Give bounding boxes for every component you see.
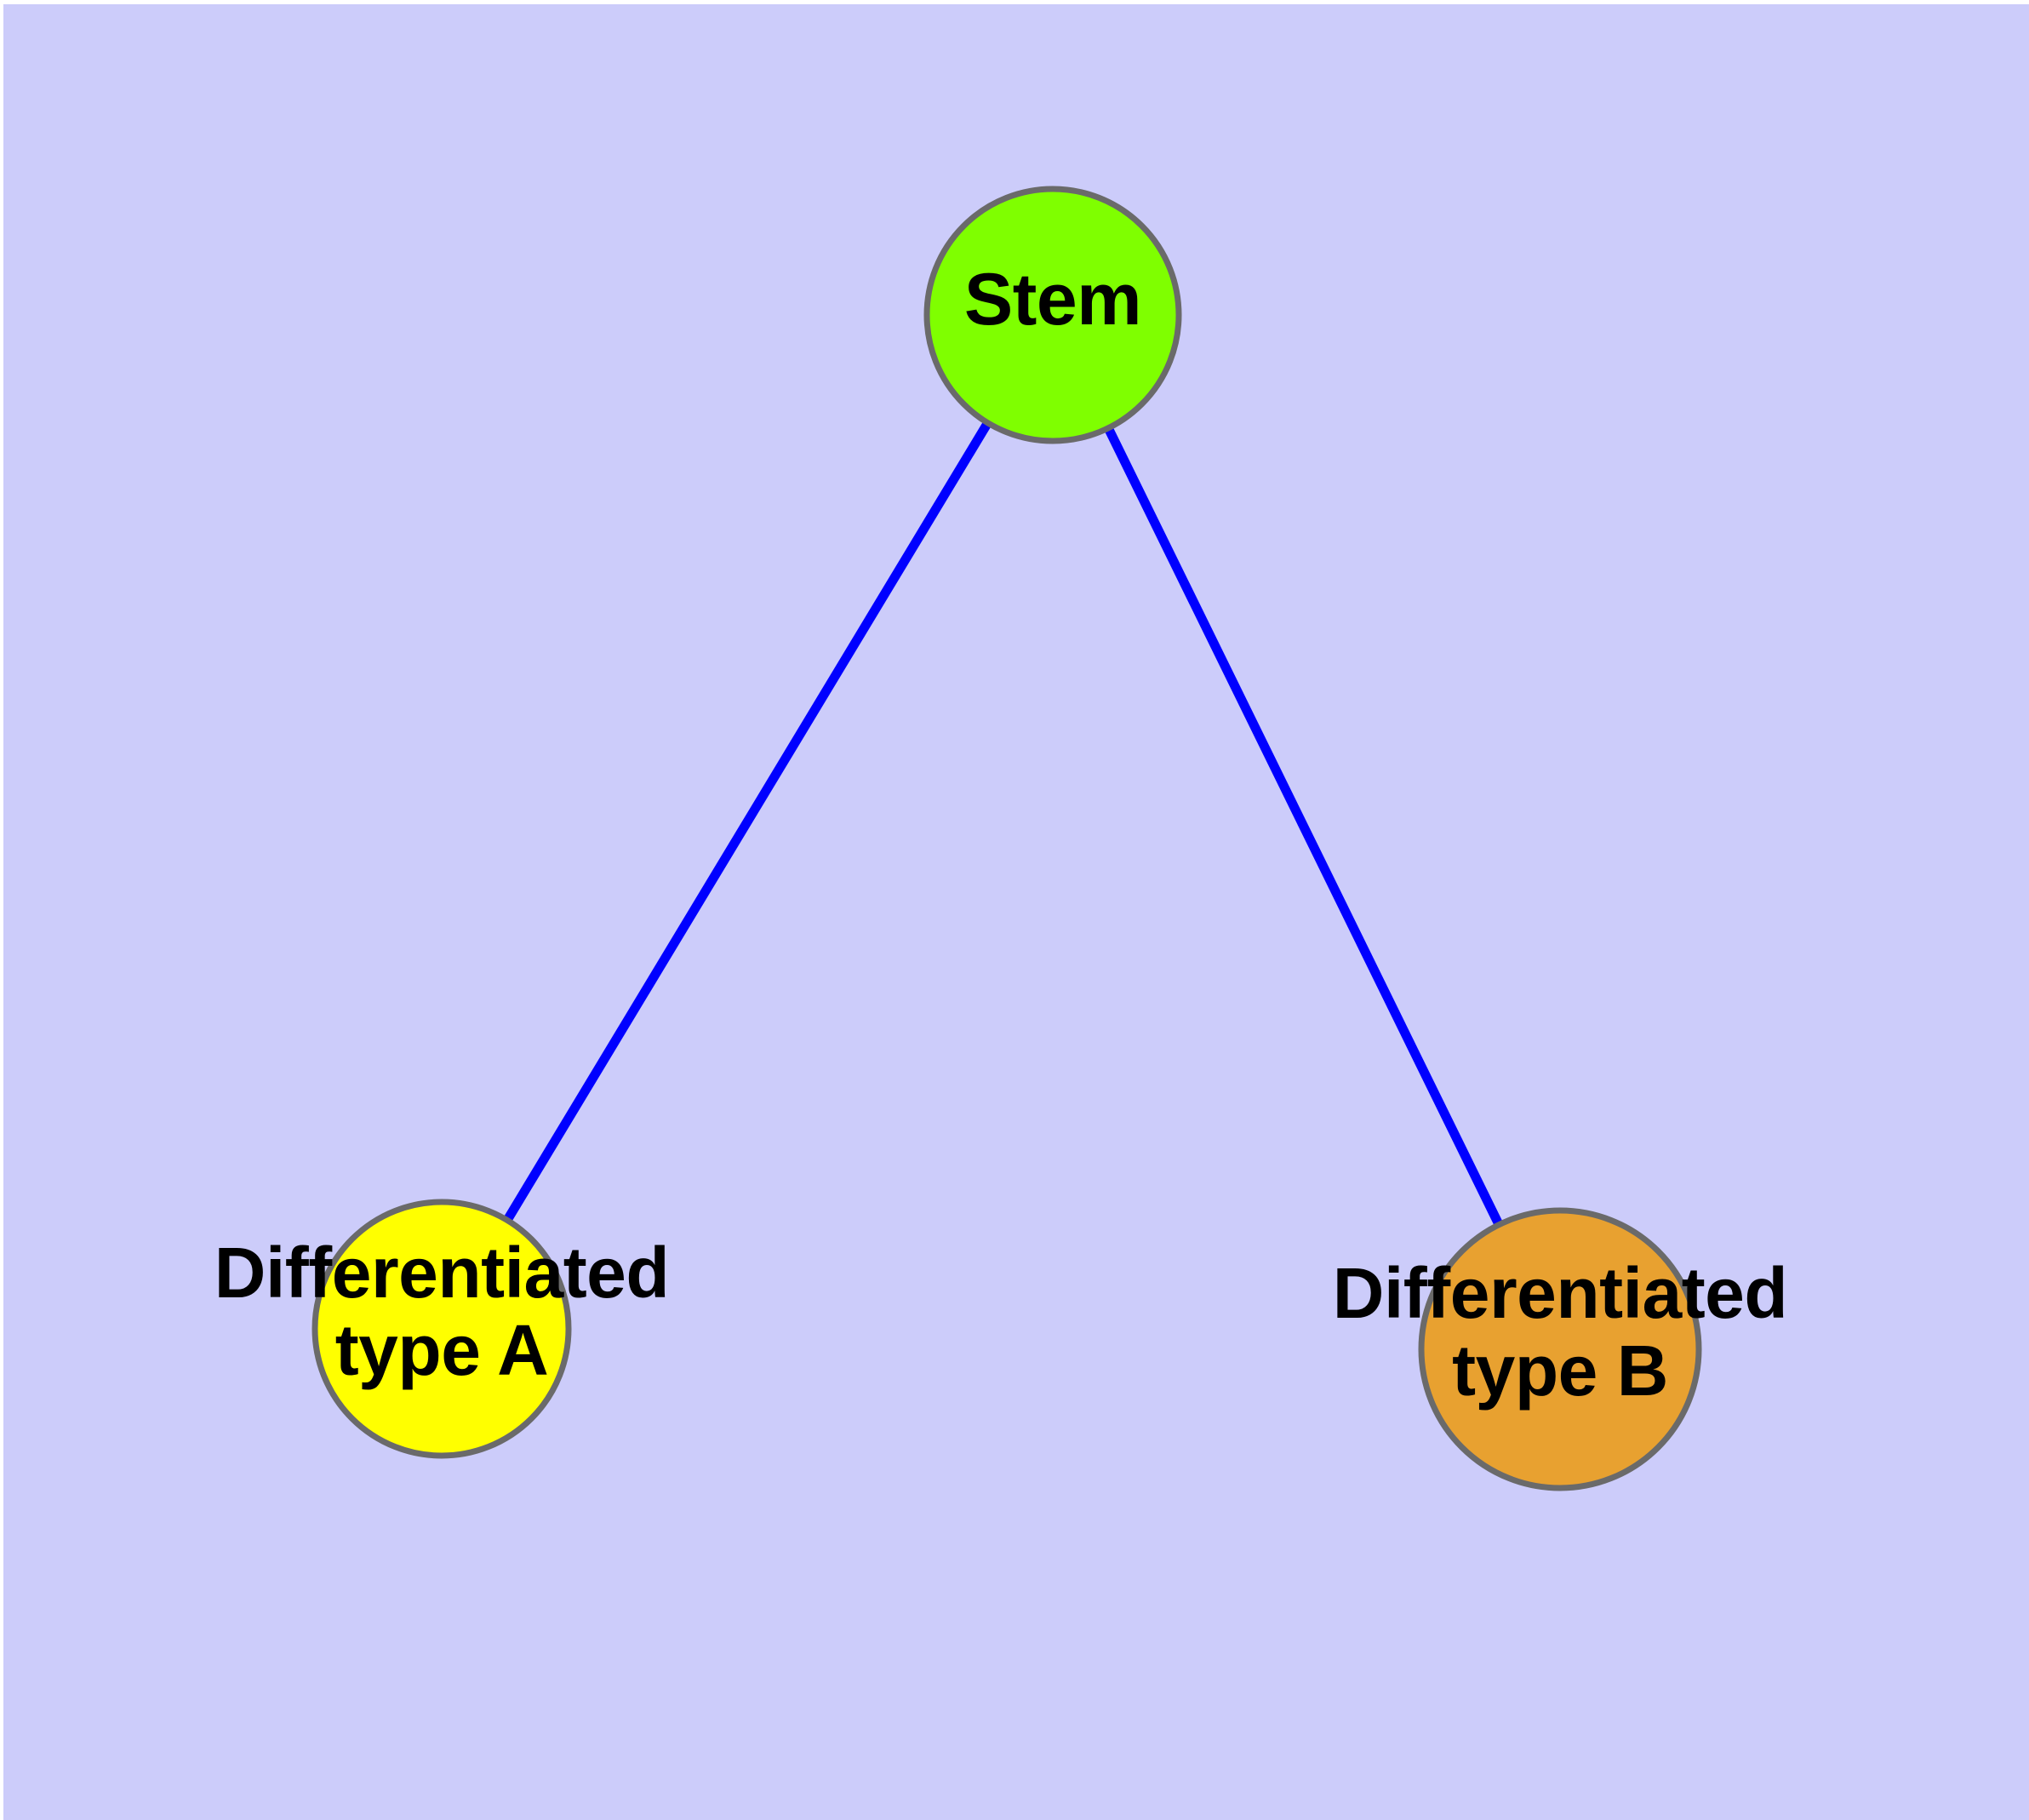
node-differentiated-type-a[interactable] bbox=[311, 1199, 572, 1459]
node-differentiated-type-b[interactable] bbox=[1418, 1207, 1702, 1491]
edge-layer bbox=[500, 415, 1506, 1232]
edge-stem-diff-b[interactable] bbox=[1101, 421, 1506, 1232]
node-stem[interactable] bbox=[923, 186, 1182, 444]
node-layer bbox=[311, 186, 1702, 1491]
edge-stem-diff-a[interactable] bbox=[500, 415, 995, 1228]
